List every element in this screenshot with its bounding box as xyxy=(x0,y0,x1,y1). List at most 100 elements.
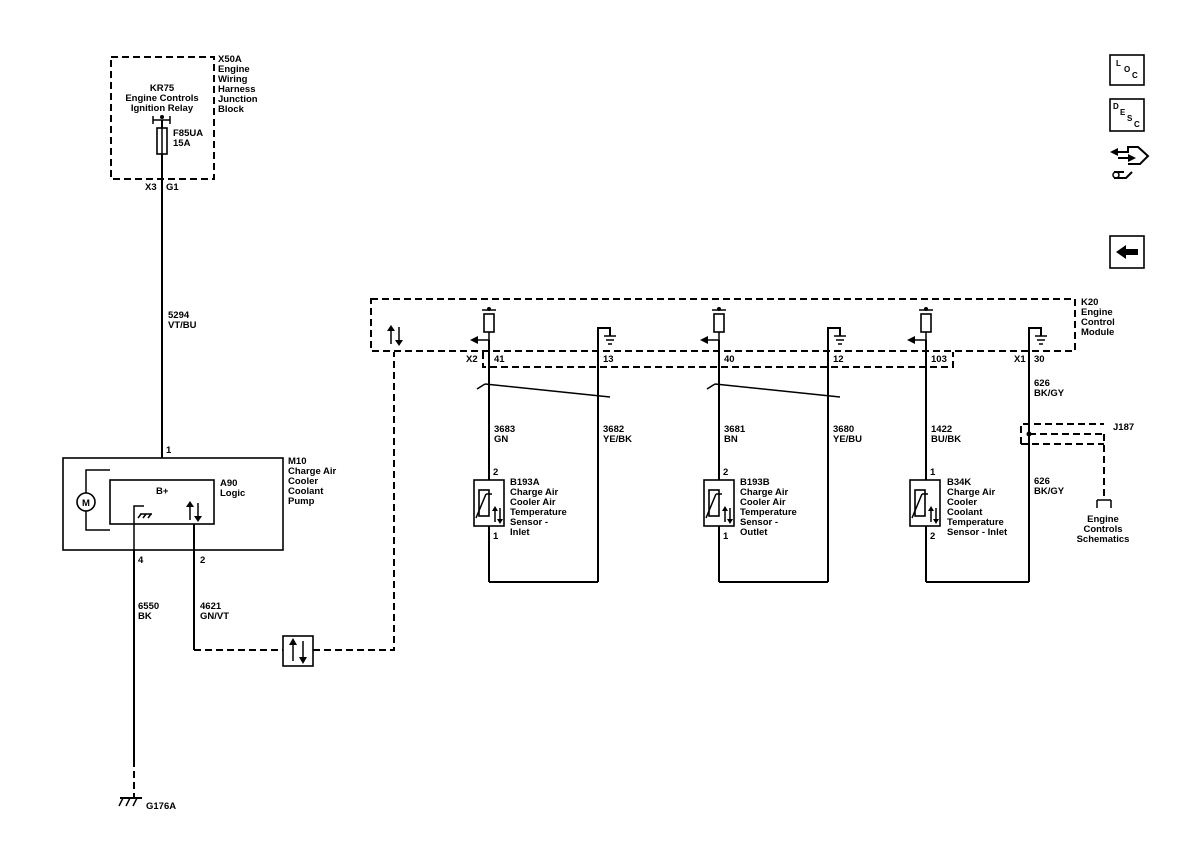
feed-wire-circuit: 5294 xyxy=(168,310,190,321)
sensor-1-low-circuit: 3682 xyxy=(603,424,624,435)
sensor-1-signal-pin: 41 xyxy=(494,354,505,365)
fuse-ref: F85UA xyxy=(173,128,203,139)
junction-block-name-2: Wiring xyxy=(218,74,248,85)
sensor-2-low-pin: 12 xyxy=(833,354,844,365)
sensor-b34k xyxy=(907,307,1047,583)
relay-name-1: Engine Controls xyxy=(125,93,198,104)
pump-pin-power: 1 xyxy=(166,445,172,456)
sensor-3-low-circuit-top: 626 xyxy=(1034,378,1050,389)
sensor-3-signal-color: BU/BK xyxy=(931,434,961,445)
desc-letter-3: S xyxy=(1127,114,1133,123)
pump-bplus: B+ xyxy=(156,486,169,497)
splice-link-1[interactable]: Engine xyxy=(1087,514,1119,525)
sensor-3-pin-top: 1 xyxy=(930,467,936,478)
sensor-1-low-pin: 13 xyxy=(603,354,614,365)
left-arrow-icon xyxy=(1116,245,1138,259)
sensor-2-signal-color: BN xyxy=(724,434,738,445)
pump-name-2: Cooler xyxy=(288,476,318,487)
relay-ref: KR75 xyxy=(150,83,175,94)
sensor-3-signal-circuit: 1422 xyxy=(931,424,952,435)
junction-block-name-1: Engine xyxy=(218,64,250,75)
relay-contact-icon xyxy=(152,115,171,128)
feed-wire-color: VT/BU xyxy=(168,320,197,331)
pump-ref: M10 xyxy=(288,456,306,467)
loc-letter-2: O xyxy=(1124,65,1130,74)
sensor-3-low-circuit-bottom: 626 xyxy=(1034,476,1050,487)
sensor-3-low-color-bottom: BK/GY xyxy=(1034,486,1065,497)
motor-symbol: M xyxy=(82,498,90,509)
loc-letter-1: L xyxy=(1116,59,1121,68)
sensor-2-ref: B193B xyxy=(740,477,770,488)
sensor-2-name-4: Sensor - xyxy=(740,517,778,528)
engine-control-module-k20: K20 Engine Control Module X2 X1 xyxy=(370,297,1115,368)
splice-ref: J187 xyxy=(1113,422,1134,433)
sensor-3-low-pin: 30 xyxy=(1034,354,1045,365)
sensor-3-name-4: Temperature xyxy=(947,517,1004,528)
coolant-pump-m10: M10 Charge Air Cooler Coolant Pump 1 M B… xyxy=(62,445,337,566)
splice-link-3[interactable]: Schematics xyxy=(1077,534,1130,545)
ecm-name-2: Control xyxy=(1081,317,1115,328)
junction-block-name-5: Block xyxy=(218,104,245,115)
desc-letter-1: D xyxy=(1113,102,1119,111)
splice-link-2[interactable]: Controls xyxy=(1083,524,1122,535)
sensor-3-signal-pin: 103 xyxy=(931,354,947,365)
serial-data-link-icon xyxy=(282,635,314,667)
ecm-name-1: Engine xyxy=(1081,307,1113,318)
sensor-1-name-4: Sensor - xyxy=(510,517,548,528)
loc-button[interactable]: L O C xyxy=(1109,54,1145,86)
pump-pin-ground: 4 xyxy=(138,555,144,566)
sensor-1-pin-top: 2 xyxy=(493,467,498,478)
ground-ref: G176A xyxy=(146,801,176,812)
logic-ref: A90 xyxy=(220,478,237,489)
sensor-2-name-2: Cooler Air xyxy=(740,497,786,508)
sensor-2-signal-pin: 40 xyxy=(724,354,735,365)
splice-j187 xyxy=(1020,423,1112,508)
sensor-1-name-5: Inlet xyxy=(510,527,530,538)
sensor-1-name-3: Temperature xyxy=(510,507,567,518)
connector-tools-icon[interactable] xyxy=(1110,146,1150,179)
junction-block-x50a: X50A Engine Wiring Harness Junction Bloc… xyxy=(110,54,258,193)
pump-name-1: Charge Air xyxy=(288,466,337,477)
sensor-1-name-1: Charge Air xyxy=(510,487,559,498)
chassis-ground-icon xyxy=(118,797,142,807)
loc-letter-3: C xyxy=(1132,71,1138,80)
signal-wire-color: GN/VT xyxy=(200,611,229,622)
junction-connector: X3 xyxy=(145,182,157,193)
ecm-ref: K20 xyxy=(1081,297,1098,308)
sensor-2-pin-bottom: 1 xyxy=(723,531,729,542)
pump-name-3: Coolant xyxy=(288,486,324,497)
sensor-2-name-1: Charge Air xyxy=(740,487,789,498)
desc-letter-4: C xyxy=(1134,120,1140,129)
back-button[interactable] xyxy=(1109,235,1145,269)
junction-block-name-3: Harness xyxy=(218,84,256,95)
ecm-connector-x2: X2 xyxy=(466,354,478,365)
sensor-2-name-5: Outlet xyxy=(740,527,768,538)
pump-pin-signal: 2 xyxy=(200,555,205,566)
sensor-1-name-2: Cooler Air xyxy=(510,497,556,508)
bidirectional-signal-icon xyxy=(186,501,202,550)
ecm-connector-x1: X1 xyxy=(1014,354,1026,365)
desc-button[interactable]: D E S C xyxy=(1109,98,1145,132)
junction-pin: G1 xyxy=(166,182,179,193)
logic-name: Logic xyxy=(220,488,245,499)
sensor-3-ref: B34K xyxy=(947,477,971,488)
logic-ground-icon xyxy=(133,505,152,550)
ground-wire-color: BK xyxy=(138,611,152,622)
sensor-1-pin-bottom: 1 xyxy=(493,531,499,542)
sensor-1-ref: B193A xyxy=(510,477,540,488)
desc-letter-2: E xyxy=(1120,108,1126,117)
junction-block-name-4: Junction xyxy=(218,94,258,105)
sensor-2-low-circuit: 3680 xyxy=(833,424,854,435)
sensor-3-name-2: Cooler xyxy=(947,497,977,508)
sensor-2-name-3: Temperature xyxy=(740,507,797,518)
sensor-1-signal-circuit: 3683 xyxy=(494,424,515,435)
ecm-bidirectional-icon xyxy=(387,325,403,346)
sensor-2-low-color: YE/BU xyxy=(833,434,862,445)
ground-wire-circuit: 6550 xyxy=(138,601,159,612)
relay-name-2: Ignition Relay xyxy=(131,103,194,114)
sensor-3-name-1: Charge Air xyxy=(947,487,996,498)
motor-icon xyxy=(76,492,96,512)
sensor-b193a xyxy=(470,307,616,583)
sensor-1-low-color: YE/BK xyxy=(603,434,632,445)
